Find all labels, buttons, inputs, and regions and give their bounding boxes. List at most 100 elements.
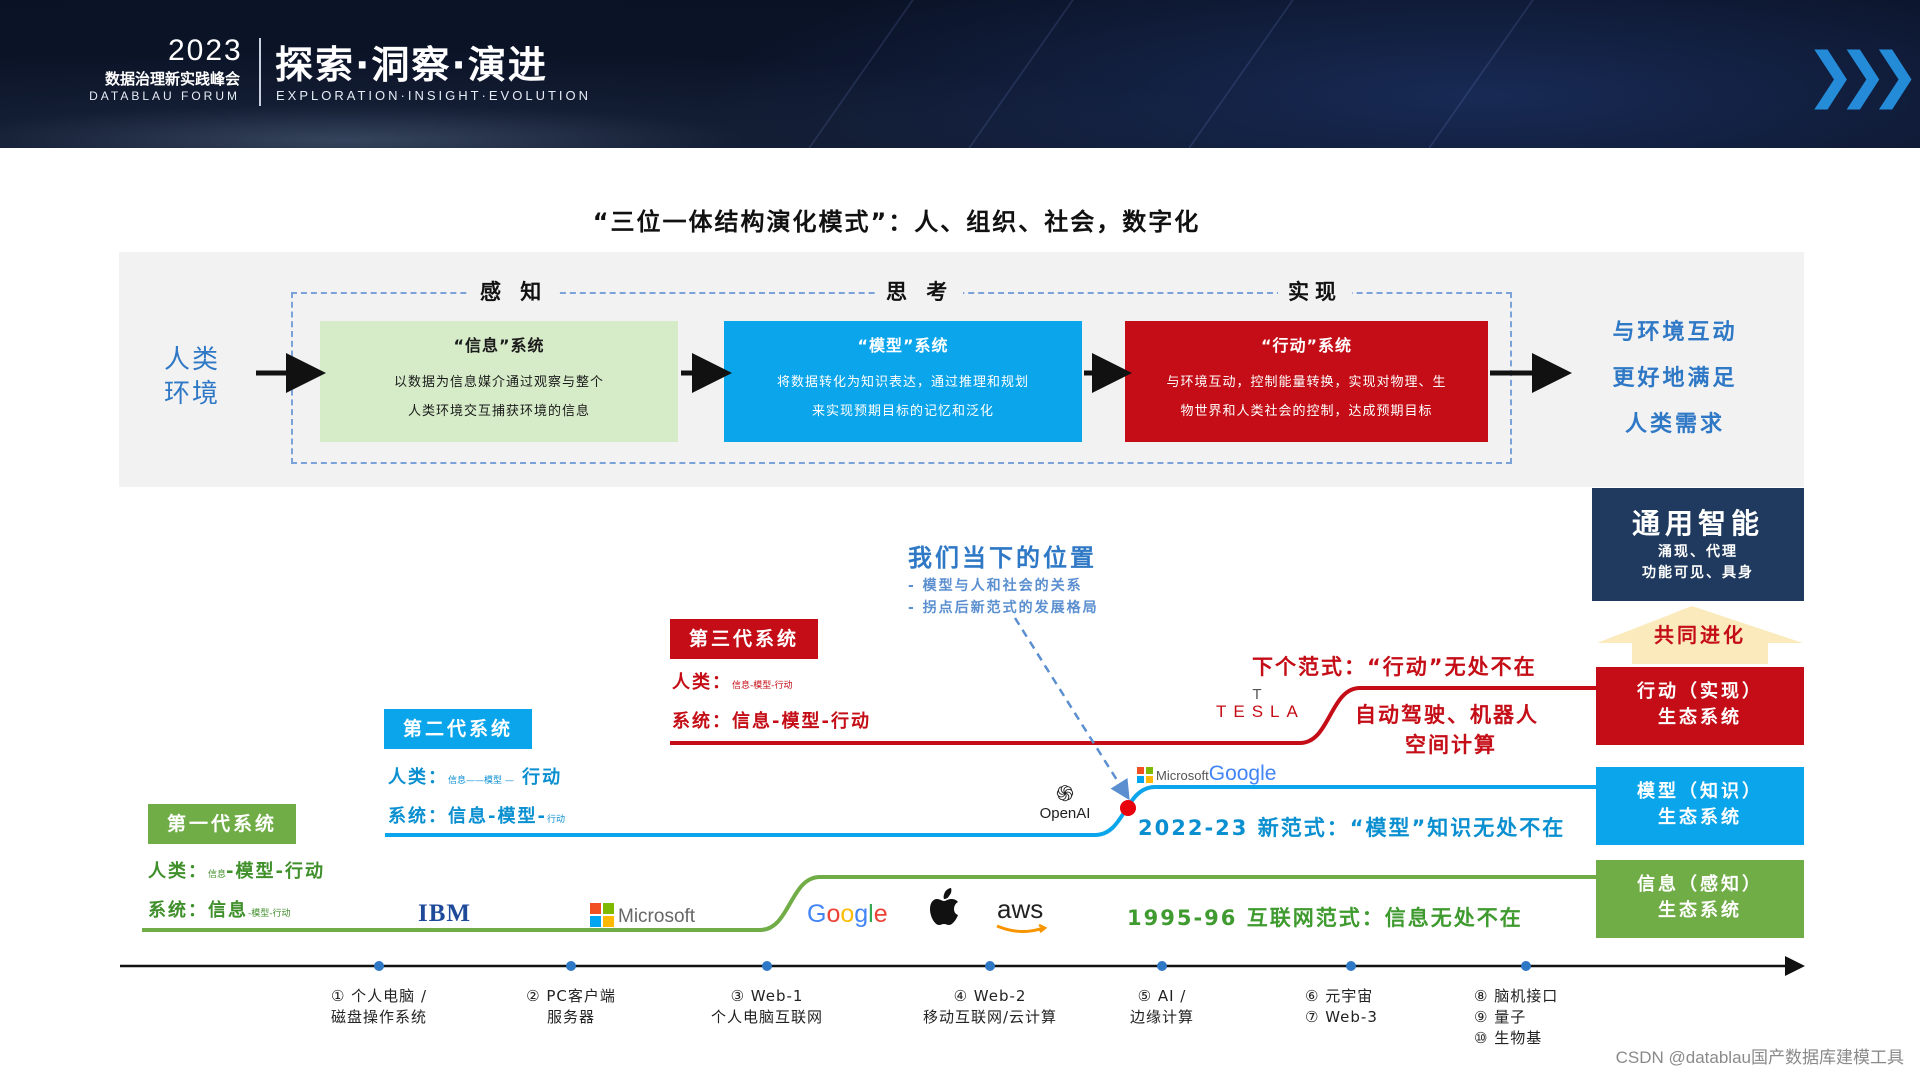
google-logo-text: Google [1208, 762, 1277, 785]
timeline-label: ⑧ 脑机接口 ⑨ 量子 ⑩ 生物基 [1474, 986, 1594, 1049]
current-position-bullet: - 模型与人和社会的关系 [908, 578, 1083, 594]
tesla-t-icon: T [1252, 686, 1269, 703]
right-caption-line: 更好地满足 [1612, 366, 1738, 391]
timeline-dot [374, 961, 384, 971]
gen3-system-label: 系统：信息-模型-行动 [672, 707, 871, 733]
agi-title: 通用智能 [1631, 507, 1764, 540]
action-system-desc: 与环境互动，控制能量转换，实现对物理、生 物世界和人类社会的控制，达成预期目标 [1125, 368, 1488, 426]
label-prefix: 系统： [672, 711, 732, 732]
gen2-badge: 第二代系统 [384, 709, 532, 749]
label-main: 行动 [522, 767, 563, 788]
timeline-label: ② PC客户端 服务器 [491, 986, 651, 1028]
banner-year: 2023 [168, 34, 243, 67]
info-system-desc: 以数据为信息媒介通过观察与整个 人类环境交互捕获环境的信息 [320, 368, 678, 426]
info-ecosystem-box: 信息（感知） 生态系统 [1596, 860, 1804, 938]
label-prefix: 人类： [672, 672, 732, 693]
google-letter: e [873, 900, 888, 928]
aws-smile-icon [996, 924, 1048, 933]
banner: ❯❯❯ 2023 数据治理新实践峰会 DATABLAU FORUM 探索·洞察·… [0, 0, 1920, 148]
timeline-label-line: ⑤ AI / [1137, 987, 1187, 1005]
gen3-human-label: 人类：信息-模型-行动 [672, 668, 793, 694]
eco-line: 生态系统 [1658, 900, 1742, 921]
agi-box: 通用智能 涌现、代理 功能可见、具身 [1592, 488, 1804, 601]
label-small: 行动 [546, 815, 565, 825]
banner-title: 探索·洞察·演进 [275, 43, 548, 87]
timeline-label-line: ⑦ Web-3 [1305, 1008, 1378, 1026]
action-system-title: “行动”系统 [1260, 336, 1353, 355]
co-evolution-label: 共同进化 [1654, 623, 1746, 647]
microsoft-google-logo: MicrosoftGoogle [1137, 762, 1276, 786]
label-main: 信息-模型- [448, 806, 547, 827]
aws-logo: aws [996, 894, 1048, 933]
gen1-human-label: 人类：信息-模型-行动 [148, 857, 325, 883]
phase-realize: 实现 [1278, 276, 1352, 306]
banner-title-en: EXPLORATION·INSIGHT·EVOLUTION [276, 88, 592, 103]
desc-line: 来实现预期目标的记忆和泛化 [811, 404, 994, 419]
agi-line: 涌现、代理 [1658, 544, 1738, 560]
label-main: 信息-模型-行动 [732, 711, 871, 732]
openai-logo: ֍ OpenAI [1032, 781, 1098, 823]
desc-line: 物世界和人类社会的控制，达成预期目标 [1180, 404, 1433, 419]
timeline-label-line: ⑧ 脑机接口 [1474, 987, 1559, 1005]
gen2-human-label: 人类：信息——模型 — 行动 [388, 763, 562, 789]
model-era-label: 2022-23 新范式：“模型”知识无处不在 [1138, 816, 1566, 840]
gen1-system-label: 系统：信息-模型-行动 [148, 896, 291, 922]
eco-line: 信息（感知） [1637, 874, 1763, 895]
desc-line: 以数据为信息媒介通过观察与整个 [393, 375, 604, 390]
gen3-badge: 第三代系统 [670, 619, 818, 659]
internet-era-label: 1995-96 互联网范式：信息无处不在 [1127, 906, 1523, 930]
eco-line: 生态系统 [1658, 807, 1742, 828]
model-system-box: “模型”系统 将数据转化为知识表达，通过推理和规划 来实现预期目标的记忆和泛化 [724, 321, 1082, 442]
timeline-label: ③ Web-1 个人电脑互联网 [687, 986, 847, 1028]
position-pointer [1013, 617, 1130, 801]
agi-line: 功能可见、具身 [1642, 565, 1754, 581]
microsoft-logo-text: Microsoft [618, 906, 696, 927]
tesla-logo: T TESLA [1216, 686, 1305, 722]
model-ecosystem-box: 模型（知识） 生态系统 [1596, 767, 1804, 845]
eco-line: 生态系统 [1658, 707, 1742, 728]
ibm-logo: IBM [418, 900, 471, 927]
timeline-label-line: 个人电脑互联网 [710, 1008, 823, 1026]
microsoft-logo-text: Microsoft [1156, 768, 1209, 783]
label-prefix: 系统： [388, 806, 448, 827]
right-caption-line: 与环境互动 [1612, 320, 1738, 345]
label-prefix: 人类： [148, 861, 208, 882]
timeline-dot [1346, 961, 1356, 971]
timeline-label-line: ④ Web-2 [953, 987, 1027, 1005]
phase-think: 思 考 [876, 276, 964, 306]
google-letter: G [807, 900, 827, 928]
windows-icon [1137, 767, 1153, 783]
timeline-label-line: ① 个人电脑 / [330, 987, 428, 1005]
timeline-dot [1521, 961, 1531, 971]
timeline-label-line: 移动互联网/云计算 [922, 1008, 1058, 1026]
info-system-title: “信息”系统 [453, 336, 545, 355]
chevron-right-icon: ❯❯❯ [1805, 40, 1920, 110]
openai-logo-text: OpenAI [1039, 805, 1091, 822]
openai-icon: ֍ [1056, 781, 1074, 806]
timeline-dot [566, 961, 576, 971]
google-letter: l [868, 900, 874, 928]
timeline-label: ① 个人电脑 / 磁盘操作系统 [299, 986, 459, 1028]
tesla-logo-text: TESLA [1216, 702, 1305, 721]
current-position-bullet: - 拐点后新范式的发展格局 [908, 600, 1099, 616]
label-small: 信息 [208, 870, 227, 880]
timeline-label: ④ Web-2 移动互联网/云计算 [905, 986, 1075, 1028]
label-small: 信息——模型 — [448, 776, 514, 786]
banner-divider [259, 38, 261, 106]
left-caption-line: 环境 [163, 379, 220, 409]
eco-line: 模型（知识） [1637, 781, 1763, 802]
timeline-label-line: ⑨ 量子 [1474, 1008, 1527, 1026]
windows-icon [590, 903, 614, 927]
timeline-label-line: 磁盘操作系统 [330, 1008, 427, 1026]
gen1-badge: 第一代系统 [148, 804, 296, 844]
microsoft-logo: Microsoft [590, 903, 695, 928]
timeline-dot [985, 961, 995, 971]
action-era-sub: 空间计算 [1405, 733, 1497, 757]
timeline-label: ⑤ AI / 边缘计算 [1102, 986, 1222, 1028]
aws-logo-text: aws [997, 894, 1044, 924]
page-title: “三位一体结构演化模式”：人、组织、社会，数字化 [592, 208, 1201, 236]
timeline-label-line: ② PC客户端 [526, 987, 616, 1005]
google-logo: Google [807, 900, 888, 929]
timeline-label-line: ⑩ 生物基 [1474, 1029, 1543, 1047]
phase-perceive: 感 知 [470, 276, 558, 306]
